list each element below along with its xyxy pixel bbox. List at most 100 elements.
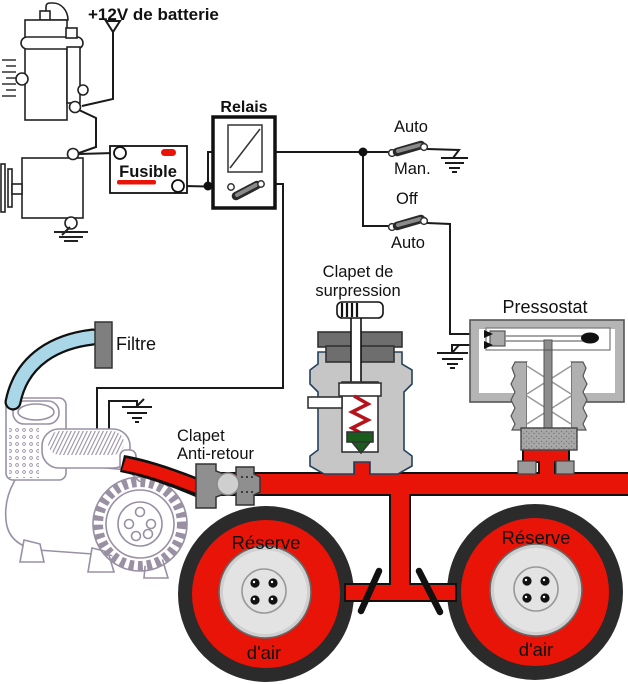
fuse-label: Fusible [119, 163, 177, 181]
cylinder-fins [48, 431, 124, 455]
wheel-hub-face [223, 550, 307, 634]
fuse-input-wire [78, 152, 115, 155]
right-tank-label-1: Réserve [502, 527, 571, 548]
shutoff-valve-left [357, 567, 383, 615]
solenoid-terminal [65, 27, 78, 39]
terminal-circle [15, 72, 29, 86]
filter-label: Filtre [116, 334, 156, 354]
terminal-circle [77, 84, 89, 96]
wire-arrowhead [484, 341, 493, 349]
pulley-bar [0, 163, 6, 213]
solenoid-cap-notch [39, 10, 51, 21]
spring-seat [338, 382, 382, 397]
left-tank-label-1: Réserve [232, 532, 301, 553]
switch-auto-man [387, 140, 429, 158]
battery-feed-arrow [104, 20, 122, 34]
relay-box [211, 115, 277, 210]
vent-panel [9, 428, 39, 478]
adjuster-stem [350, 316, 362, 388]
inlet-flange-left [517, 460, 537, 475]
pressostat-inlet-band [524, 450, 568, 461]
switch2-to-pressostat-wire [426, 222, 492, 335]
fuse-indicator [161, 149, 176, 156]
ground-icon [437, 344, 468, 369]
switch1-bottom-label: Man. [394, 160, 431, 178]
left-tank-label-2: d'air [247, 642, 281, 663]
motor-bell [92, 476, 188, 572]
junction-to-switch2 [362, 152, 392, 227]
contact-point [581, 332, 599, 344]
battery-label: +12V de batterie [88, 5, 219, 24]
wire-arrowhead [484, 330, 493, 338]
fuse-underline [117, 180, 156, 185]
pressure-switch [469, 319, 625, 475]
solenoid-body [24, 19, 68, 121]
right-tank-label-2: d'air [519, 639, 553, 660]
fuse-terminal [171, 179, 185, 193]
adjuster-knob [336, 301, 384, 319]
relay-contact-arm-sheen [235, 183, 258, 197]
bellows-wall-left [510, 361, 528, 431]
compressor [4, 397, 188, 579]
junction-dot [358, 147, 368, 157]
battery-feed-wire [81, 32, 114, 107]
check-valve [195, 463, 261, 509]
check-valve-texture [241, 476, 253, 493]
fuse-box [109, 145, 188, 194]
relay-coil-diagonal [229, 128, 261, 169]
contact-hatch [2, 59, 16, 97]
wiring [78, 20, 492, 434]
relay-to-compressor-wire [96, 183, 284, 434]
ground-icon [54, 226, 88, 242]
switch1-top-label: Auto [394, 118, 428, 136]
junction-dot [203, 181, 213, 191]
motor-block [21, 157, 84, 219]
compressor-ground-wire [108, 400, 138, 434]
shutoff-valve-right [415, 567, 444, 616]
ground-icon [122, 398, 152, 423]
pressostat-label: Pressostat [502, 297, 587, 317]
terminal-circle [64, 216, 78, 230]
solenoid-cap [45, 2, 69, 21]
actuator-stem-lower [543, 349, 553, 431]
solenoid-to-fuse-wire [78, 109, 97, 154]
ground-symbols [122, 157, 468, 423]
terminal-circle [66, 147, 80, 161]
relay-label: Relais [220, 99, 267, 116]
knob-knurling [340, 303, 359, 317]
bell-holes [123, 506, 157, 542]
relief-valve [307, 301, 413, 475]
switch-off-auto [387, 214, 429, 232]
relief-valve-label-1: Clapet de [323, 263, 394, 281]
relief-valve-label-2: surpression [315, 282, 400, 300]
switch2-bottom-label: Auto [391, 234, 425, 252]
lug-bolts [522, 576, 550, 603]
inlet-flange-right [555, 460, 575, 475]
foot [19, 539, 45, 563]
branch-pipe [391, 474, 409, 600]
switch2-top-label: Off [396, 190, 418, 208]
check-valve-ball [216, 472, 240, 496]
ground-icon [441, 157, 468, 173]
relay-contact-tip [257, 180, 265, 188]
terminal-circle [68, 100, 82, 114]
switch1-ground-wire [426, 148, 461, 159]
hub-inner-ring [241, 568, 287, 614]
wheel-hub-face [494, 548, 578, 632]
solenoid-collar [20, 36, 84, 50]
relief-spring [348, 394, 372, 438]
intake-hose [6, 330, 100, 409]
pressostat-inlet-stem [540, 459, 554, 476]
piston-block [520, 427, 578, 451]
valve-poppet-cone [350, 441, 372, 455]
relay-contact-pivot [227, 183, 235, 191]
valve-poppet [346, 431, 374, 443]
compressor-outlet-hose [122, 458, 202, 494]
left-tank-tire [178, 506, 354, 682]
lug-bolts [250, 578, 278, 605]
right-tank-tire [447, 504, 623, 680]
check-valve-label-1: Clapet [177, 427, 225, 445]
main-pipe [199, 474, 628, 494]
